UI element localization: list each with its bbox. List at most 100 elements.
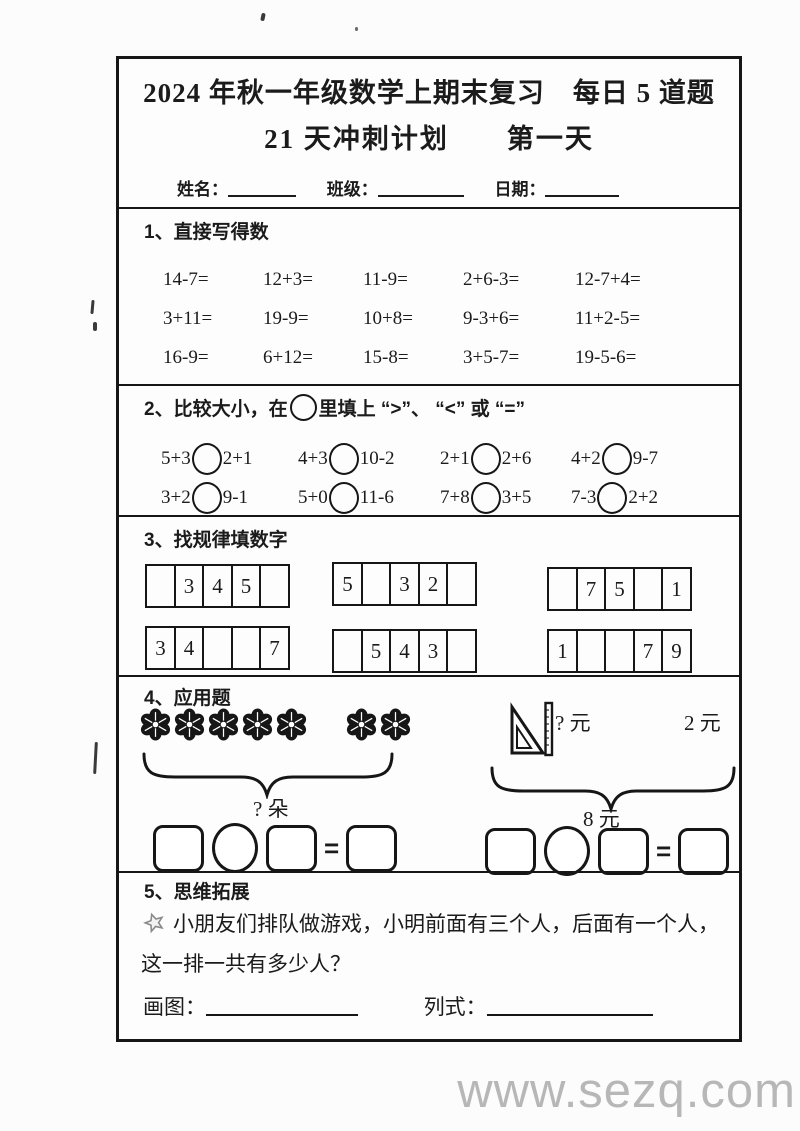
pattern-cell: 1 xyxy=(547,629,578,673)
equals-sign: = xyxy=(324,832,340,863)
math-problem: 3+11= xyxy=(163,308,213,329)
pattern-cell xyxy=(145,564,176,608)
pattern-cell xyxy=(230,626,262,670)
star-bullet-icon xyxy=(143,912,164,934)
pattern-cell xyxy=(259,564,290,608)
flower-icon xyxy=(275,708,308,741)
pattern-cell: 9 xyxy=(661,629,692,673)
pattern-cell: 3 xyxy=(389,562,420,606)
answer-circle xyxy=(328,482,359,514)
answer-box xyxy=(346,824,398,872)
student-info-row: 姓名： 班级： 日期： xyxy=(177,175,620,200)
left-expression: 5+0 xyxy=(298,487,328,508)
math-problem: 16-9= xyxy=(163,347,209,368)
section3-heading: 3、找规律填数字 xyxy=(144,530,288,551)
pattern-cell: 2 xyxy=(417,562,449,606)
right-expression: 9-1 xyxy=(222,487,249,508)
pattern-cell: 7 xyxy=(259,626,290,670)
answer-box xyxy=(485,827,536,875)
flower-icon xyxy=(139,708,172,741)
section5-heading: 5、思维拓展 xyxy=(144,882,250,903)
right-expression: 10-2 xyxy=(359,448,395,469)
flower-icon xyxy=(379,708,412,741)
pattern-cell xyxy=(360,562,392,606)
pattern-cell xyxy=(446,562,477,606)
section2-heading-prefix: 2、比较大小，在 xyxy=(144,399,288,420)
scan-speck xyxy=(93,741,98,775)
second-item-price-label: 2 元 xyxy=(684,711,721,735)
pattern-cell xyxy=(446,629,477,673)
operator-circle xyxy=(544,826,590,876)
left-expression: 5+3 xyxy=(161,448,191,469)
right-brace-icon xyxy=(490,766,736,813)
formula-blank xyxy=(486,996,653,1016)
pattern-cell: 4 xyxy=(173,626,205,670)
pattern-cell: 3 xyxy=(173,564,205,608)
equals-sign: = xyxy=(656,835,672,866)
left-expression: 4+3 xyxy=(298,448,328,469)
right-expression: 2+2 xyxy=(628,487,659,508)
answer-box xyxy=(598,827,649,875)
pattern-cell: 1 xyxy=(661,567,692,611)
comparison-item: 5+0 11-6 xyxy=(298,482,440,514)
worksheet-title-line1: 2024 年秋一年级数学上期末复习 每日 5 道题 xyxy=(143,78,715,108)
circle-placeholder-icon xyxy=(289,394,317,421)
answer-labels-row: 画图： 列式： xyxy=(143,991,653,1021)
name-blank xyxy=(228,180,296,197)
problem-row: 16-9= 6+12= 15-8= 3+5-7= 19-5-6= xyxy=(163,347,695,369)
section4-heading: 4、应用题 xyxy=(144,688,231,709)
right-expression: 11-6 xyxy=(359,487,394,508)
name-label: 姓名： xyxy=(177,180,228,199)
pattern-cell: 4 xyxy=(202,564,233,608)
answer-circle xyxy=(470,443,501,475)
pattern-cell xyxy=(547,567,578,611)
section-divider xyxy=(119,515,739,517)
problem-row: 3+11= 19-9= 10+8= 9-3+6= 11+2-5= xyxy=(163,308,695,330)
answer-circle xyxy=(601,443,632,475)
flower-icon xyxy=(173,708,206,741)
flower-question-label: ? 朵 xyxy=(253,797,289,821)
pattern-cell: 4 xyxy=(389,629,420,673)
left-brace-icon xyxy=(142,752,394,799)
right-expression: 2+6 xyxy=(501,448,532,469)
pattern-cell: 5 xyxy=(604,567,635,611)
ruler-price-label: ? 元 xyxy=(555,711,591,735)
left-expression: 4+2 xyxy=(571,448,601,469)
answer-circle xyxy=(470,482,501,514)
answer-box xyxy=(678,827,730,875)
section-divider xyxy=(119,384,739,386)
math-problem: 12+3= xyxy=(263,269,313,290)
equation-blank-left: = xyxy=(153,823,398,873)
site-watermark: www.sezq.com xyxy=(457,1064,796,1118)
scan-speck xyxy=(355,27,358,31)
math-problem: 11-9= xyxy=(363,269,408,290)
math-problem: 2+6-3= xyxy=(463,269,520,290)
pattern-cell: 5 xyxy=(360,629,392,673)
answer-box xyxy=(153,824,204,872)
worksheet-border-box: 2024 年秋一年级数学上期末复习 每日 5 道题 21 天冲刺计划 第一天 姓… xyxy=(116,56,742,1042)
problem-row: 14-7= 12+3= 11-9= 2+6-3= 12-7+4= xyxy=(163,269,695,291)
answer-circle xyxy=(191,482,222,514)
section1-heading: 1、直接写得数 xyxy=(144,222,269,243)
right-expression: 3+5 xyxy=(501,487,532,508)
math-problem: 9-3+6= xyxy=(463,308,520,329)
pattern-cell: 7 xyxy=(632,629,664,673)
scan-speck xyxy=(93,322,97,331)
pattern-cell xyxy=(604,629,635,673)
answer-circle xyxy=(191,443,222,475)
left-expression: 7-3 xyxy=(571,487,597,508)
pattern-cell xyxy=(632,567,664,611)
math-problem: 10+8= xyxy=(363,308,413,329)
answer-box xyxy=(266,824,317,872)
pattern-cell: 5 xyxy=(230,564,262,608)
